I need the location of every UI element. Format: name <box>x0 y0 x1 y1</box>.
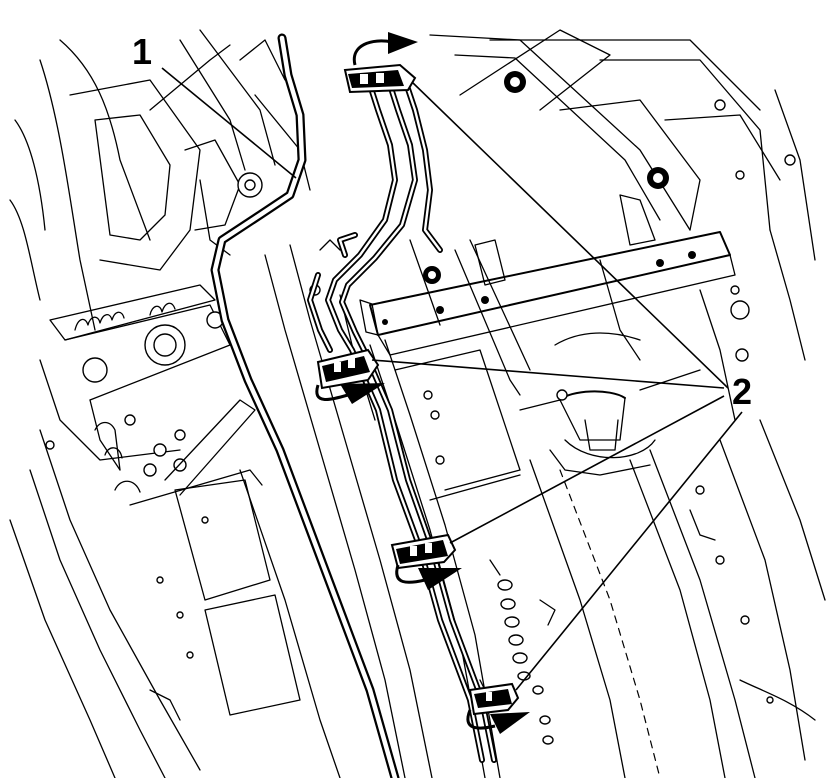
leader-1 <box>161 67 297 179</box>
leader-2a <box>411 81 729 389</box>
callout-label-2: 2 <box>732 371 752 412</box>
fuel-brake-lines <box>307 77 497 763</box>
main-pipe <box>210 33 400 778</box>
line-clip-middle <box>390 533 457 570</box>
line-clip-upper <box>316 348 380 390</box>
line-clip-top <box>343 63 417 94</box>
line-clip-lower <box>468 682 520 716</box>
rotation-arrow-lower <box>466 709 530 734</box>
rotation-arrow-middle <box>395 564 462 590</box>
leader-2c <box>449 395 725 544</box>
rotation-arrow-top <box>352 32 418 66</box>
centre-rail <box>264 239 556 778</box>
rotation-arrow-upper <box>315 383 385 404</box>
leader-lines <box>161 67 743 691</box>
right-side-structure <box>359 29 826 778</box>
leader-2b <box>371 359 725 389</box>
left-floor-structure <box>9 29 341 778</box>
leader-2d <box>515 411 743 691</box>
callout-label-1: 1 <box>132 31 152 72</box>
